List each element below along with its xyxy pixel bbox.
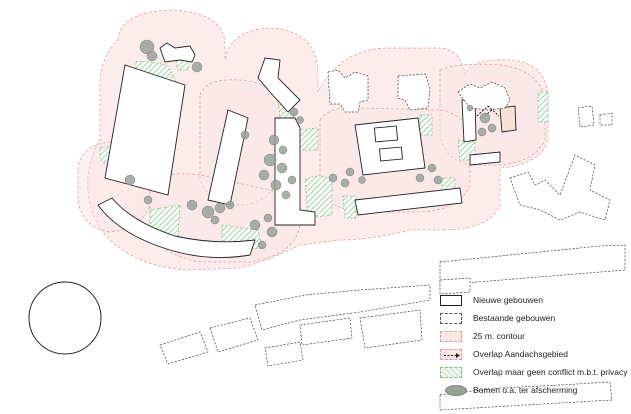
existing-building <box>439 277 471 295</box>
tree <box>139 39 155 55</box>
attention-arrow <box>481 109 493 119</box>
new-building <box>379 146 403 162</box>
tree <box>487 123 497 133</box>
new-building <box>159 42 196 63</box>
tree <box>270 179 282 191</box>
new-building <box>373 125 399 143</box>
overlap-ok-swatch <box>440 366 462 378</box>
trees <box>124 39 497 250</box>
existing-building <box>159 331 209 365</box>
new-building <box>104 64 186 196</box>
scale-circle <box>28 281 102 355</box>
tree <box>340 178 350 188</box>
tree <box>433 175 443 185</box>
new-building <box>97 197 256 259</box>
tree <box>263 213 273 223</box>
arrow-icon <box>444 352 460 358</box>
existing-building <box>299 317 353 346</box>
tree <box>427 163 437 173</box>
tree <box>146 50 158 62</box>
legend-item-overlap-ok: Overlap maar geen conflict m.b.t. privac… <box>440 365 627 379</box>
tree <box>225 200 235 210</box>
tree <box>289 107 299 117</box>
tree <box>345 167 355 177</box>
existing-building <box>599 112 613 126</box>
legend-label: Bomen o.a. ter afscherming <box>473 385 578 395</box>
tree <box>268 134 280 146</box>
attention-arrow <box>487 105 500 117</box>
new-buildings <box>97 42 517 259</box>
overlap-ok-zone <box>297 127 319 151</box>
tree <box>278 145 288 155</box>
overlap-ok-zone <box>342 195 357 219</box>
legend-item-new-buildings: Nieuwe gebouwen <box>440 293 543 307</box>
tree <box>258 169 270 181</box>
tree <box>191 61 203 73</box>
existing-building <box>509 154 611 221</box>
legend-item-existing-buildings: Bestaande gebouwen <box>440 311 555 325</box>
legend-item-overlap-attention: Overlap Aandachsgebied <box>440 347 568 361</box>
new-building <box>469 151 501 166</box>
tree <box>266 226 278 238</box>
new-building <box>257 57 301 113</box>
tree <box>263 153 277 167</box>
tree <box>249 219 261 231</box>
tree <box>240 130 250 140</box>
tree <box>466 104 474 112</box>
tree <box>201 205 215 219</box>
attention-arrow <box>476 105 489 117</box>
new-building <box>207 109 249 206</box>
tree <box>328 173 338 183</box>
legend-label: Overlap Aandachsgebied <box>473 349 568 359</box>
new-building <box>499 105 517 133</box>
existing-buildings <box>159 69 626 411</box>
tree <box>358 176 366 184</box>
new-building-swatch <box>440 294 462 306</box>
existing-building <box>577 105 595 128</box>
legend-item-contour: 25 m. contour <box>440 329 525 343</box>
legend-label: Nieuwe gebouwen <box>473 295 543 305</box>
tree <box>257 240 267 250</box>
tree <box>214 202 226 214</box>
existing-building <box>254 284 431 331</box>
tree <box>296 116 304 124</box>
existing-building <box>264 341 304 367</box>
overlap-ok-zone <box>419 114 433 136</box>
tree <box>479 112 491 124</box>
legend-item-trees: Bomen o.a. ter afscherming <box>440 383 577 397</box>
contour-swatch <box>440 330 462 342</box>
legend-label: Overlap maar geen conflict m.b.t. privac… <box>473 367 628 377</box>
existing-building <box>397 73 431 111</box>
existing-building <box>439 381 613 411</box>
tree <box>276 162 288 174</box>
existing-building <box>457 81 511 111</box>
new-building <box>354 117 426 176</box>
tree <box>143 195 153 205</box>
tree <box>415 173 425 183</box>
tree-icon <box>445 384 467 396</box>
tree <box>124 174 136 186</box>
tree <box>210 215 220 225</box>
tree <box>287 175 297 185</box>
legend-label: 25 m. contour <box>473 331 525 341</box>
existing-building <box>439 244 626 286</box>
existing-building <box>209 317 259 353</box>
overlap-ok-zone <box>537 91 549 123</box>
existing-building <box>327 69 369 113</box>
overlap-ok-zone <box>304 175 333 219</box>
existing-building-swatch <box>440 312 462 324</box>
overlap-attention-swatch <box>440 348 462 360</box>
tree <box>477 127 487 137</box>
legend-label: Bestaande gebouwen <box>473 313 556 323</box>
existing-building <box>359 309 423 349</box>
new-building <box>354 187 463 216</box>
tree <box>281 190 291 200</box>
overlap-attention-arrows <box>476 105 500 119</box>
tree <box>186 199 198 211</box>
